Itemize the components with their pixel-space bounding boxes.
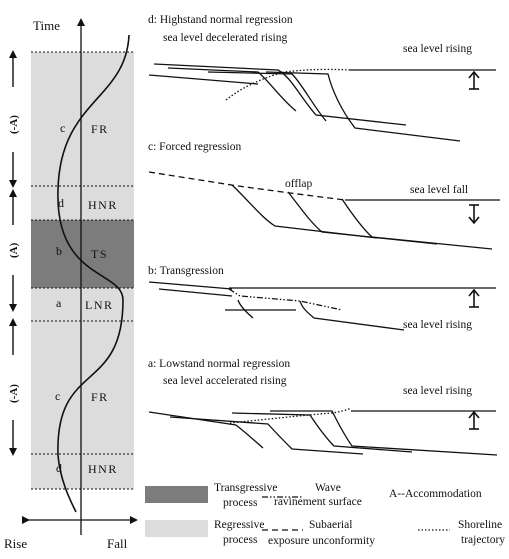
legend-regressive-swatch: [145, 520, 208, 537]
legend-transgressive-label: Transgressive: [214, 482, 277, 494]
segment-c-bottom: [31, 321, 134, 454]
segment-b: [31, 220, 134, 288]
panel-a: a: Lowstand normal regression sea level …: [148, 358, 498, 456]
panel-d-sea-level: sea level rising: [403, 43, 472, 55]
segment-code: TS: [91, 247, 108, 261]
segment-code: HNR: [88, 462, 118, 476]
legend-subaerial-label: exposure unconformity: [268, 535, 375, 547]
legend-regressive-label: Regressive: [214, 519, 264, 531]
accommodation-label: (A): [8, 242, 20, 258]
panel-d-shoreline-trajectory: [225, 68, 351, 101]
legend-subaerial-label: Subaerial: [309, 519, 352, 531]
rise-label: Rise: [4, 536, 27, 551]
panel-d-sea-level-arrow: [468, 70, 480, 90]
panel-b-title: b: Transgression: [148, 265, 224, 277]
accommodation-label: (-A): [8, 384, 20, 403]
panel-d: d: Highstand normal regression sea level…: [148, 14, 496, 142]
time-column: Time Rise Fall c FR d HNR b TS a LNR c F…: [4, 18, 138, 551]
segment-code: FR: [91, 122, 109, 136]
segment-a: [31, 288, 134, 321]
panel-a-shoreline-trajectory: [229, 407, 352, 424]
segment-code: LNR: [85, 298, 114, 312]
segment-d-bottom: [31, 454, 134, 489]
segment-letter: d: [56, 461, 64, 475]
segment-letter: c: [60, 121, 67, 135]
panel-b: b: Transgression sea level rising: [148, 265, 496, 331]
panel-a-subtitle: sea level accelerated rising: [163, 375, 287, 387]
segment-letter: a: [56, 296, 63, 310]
panel-b-wave-ravinement-surface: [228, 288, 343, 311]
accommodation-label: (-A): [8, 115, 20, 134]
panel-d-clinoforms: [148, 63, 496, 142]
legend-regressive-label: process: [223, 534, 258, 546]
segment-dividers: [31, 51, 134, 490]
panel-b-sea-level: sea level rising: [403, 319, 472, 331]
panel-a-clinoforms: [148, 410, 498, 456]
segment-code: FR: [91, 390, 109, 404]
panel-c-sea-level-arrow: [468, 204, 480, 225]
panel-b-sea-level-arrow: [468, 288, 480, 308]
panel-c-title: c: Forced regression: [148, 141, 241, 153]
panel-c-clinoforms: [231, 184, 500, 250]
legend-transgressive-label: process: [223, 497, 258, 509]
panel-a-sea-level: sea level rising: [403, 385, 472, 397]
legend-wave-label: Wave: [315, 482, 341, 494]
panel-a-title: a: Lowstand normal regression: [148, 358, 290, 370]
legend: Transgressive process Regressive process…: [145, 482, 505, 547]
legend-shoreline-label: trajectory: [461, 534, 505, 546]
panel-c-subaerial-unconformity: [148, 171, 346, 201]
panel-c-note: offlap: [285, 178, 313, 190]
segment-letter: c: [55, 389, 62, 403]
panel-c-sea-level: sea level fall: [410, 184, 468, 196]
segment-d-top: [31, 186, 134, 220]
panel-d-subtitle: sea level decelerated rising: [163, 32, 287, 44]
segment-letter: d: [58, 196, 66, 210]
panel-c: c: Forced regression offlap sea level fa…: [148, 141, 500, 250]
panel-a-sea-level-arrow: [468, 410, 480, 430]
legend-wave-label: ravinement surface: [274, 496, 362, 508]
fall-label: Fall: [107, 536, 128, 551]
legend-accommodation-label: A--Accommodation: [389, 488, 482, 500]
legend-transgressive-swatch: [145, 486, 208, 503]
segment-letter: b: [56, 244, 64, 258]
legend-shoreline-label: Shoreline: [458, 519, 502, 531]
panel-b-layers: [148, 281, 496, 331]
time-label: Time: [33, 18, 60, 33]
segment-code: HNR: [88, 198, 118, 212]
panel-d-title: d: Highstand normal regression: [148, 14, 293, 26]
